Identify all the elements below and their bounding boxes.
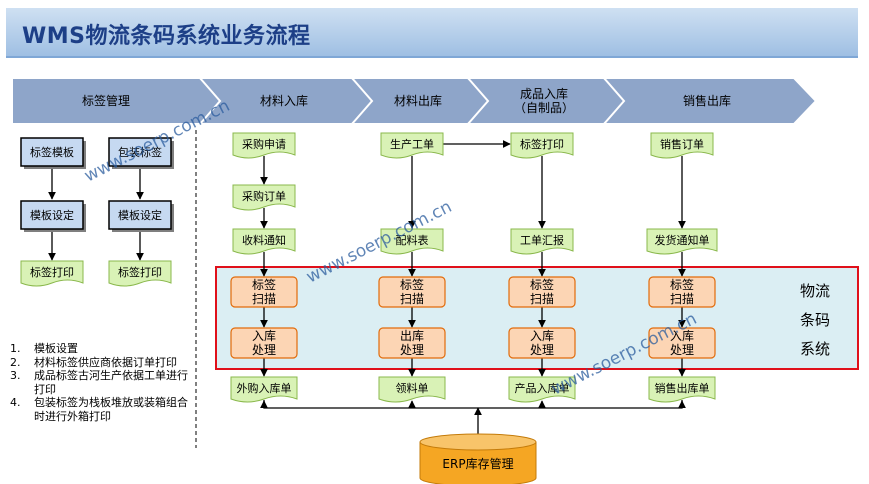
col2-scan-box: [378, 276, 446, 308]
erp-cylinder-body: [419, 442, 537, 484]
col3-process-box-label: 入库处理: [530, 328, 554, 357]
col1-step-1-label: 采购申请: [242, 137, 286, 151]
note-item-3: 3. 成品标签古河生产依据工单进行打印: [10, 369, 190, 396]
col3-output-doc: [508, 376, 576, 403]
col2-step-1: [380, 132, 444, 159]
phase-label-3: 材料出库: [394, 93, 442, 108]
col1-step-3: [232, 228, 296, 255]
col2-step-2-label: 配料表: [396, 233, 429, 247]
col3-step-2-label: 工单汇报: [520, 233, 564, 247]
label-template-box-2: [108, 137, 172, 167]
label-print-doc-2: [108, 260, 172, 287]
template-setting-box-1: [20, 200, 84, 230]
col1-output-doc: [230, 376, 298, 403]
col1-output-doc-label: 外购入库单: [237, 381, 292, 395]
template-setting-box-2: [108, 200, 172, 230]
col1-step-2-label: 采购订单: [242, 189, 286, 203]
note-text: 材料标签供应商依据订单打印: [34, 355, 177, 369]
col4-step-1-label: 销售订单: [660, 137, 704, 151]
col1-step-3-label: 收料通知: [242, 233, 286, 247]
system-label-1: 物流: [800, 282, 830, 300]
col3-process-box: [508, 327, 576, 359]
col2-process-box: [378, 327, 446, 359]
col4-step-2-label: 发货通知单: [655, 233, 710, 247]
note-text: 成品标签古河生产依据工单进行打印: [34, 369, 188, 396]
phase-label-4: 成品入库（自制品）: [514, 86, 574, 115]
col3-output-doc-label: 产品入库单: [515, 381, 570, 395]
note-item-2: 2. 材料标签供应商依据订单打印: [10, 356, 190, 370]
system-label-2: 条码: [800, 311, 830, 329]
col1-step-2: [232, 184, 296, 211]
label-print-doc-1: [20, 260, 84, 287]
col1-step-1: [232, 132, 296, 159]
erp-cylinder-top: [419, 433, 537, 451]
erp-label: ERP库存管理: [442, 456, 513, 471]
col3-step-2: [510, 228, 574, 255]
col4-process-box-label: 入库处理: [670, 328, 694, 357]
template-setting-box-2-label: 模板设定: [118, 208, 162, 222]
col1-process-box: [230, 327, 298, 359]
col4-scan-box-label: 标签扫描: [670, 277, 694, 306]
col2-step-1-label: 生产工单: [390, 137, 434, 151]
template-setting-box-1-label: 模板设定: [30, 208, 74, 222]
col3-step-1: [510, 132, 574, 159]
col1-scan-box: [230, 276, 298, 308]
note-item-1: 1. 模板设置: [10, 342, 190, 356]
col2-output-doc: [378, 376, 446, 403]
system-label-3: 系统: [800, 340, 830, 358]
col4-output-doc: [648, 376, 716, 403]
col1-scan-box-label: 标签扫描: [252, 277, 276, 306]
col3-scan-box-label: 标签扫描: [530, 277, 554, 306]
note-number: 2.: [10, 355, 21, 369]
erp-database: ERP库存管理: [419, 433, 537, 484]
label-print-doc-2-label: 标签打印: [118, 265, 162, 279]
label-template-box-1-label: 标签模板: [30, 145, 74, 159]
col4-output-doc-label: 销售出库单: [655, 381, 710, 395]
note-number: 1.: [10, 342, 21, 355]
col2-process-box-label: 出库处理: [400, 328, 424, 357]
col3-scan-box: [508, 276, 576, 308]
col2-output-doc-label: 领料单: [396, 381, 429, 395]
note-number: 3.: [10, 369, 21, 383]
col4-process-box: [648, 327, 716, 359]
label-template-box-2-label: 包装标签: [118, 145, 162, 159]
col4-step-1: [650, 132, 714, 159]
note-item-4: 4. 包装标签为栈板堆放或装箱组合时进行外箱打印: [10, 396, 190, 423]
col4-step-2: [646, 228, 718, 255]
phase-label-1: 标签管理: [82, 93, 130, 108]
col2-step-2: [380, 228, 444, 255]
phase-label-5: 销售出库: [683, 93, 731, 108]
note-number: 4.: [10, 396, 21, 410]
note-text: 模板设置: [34, 342, 78, 355]
col4-scan-box: [648, 276, 716, 308]
col2-scan-box-label: 标签扫描: [400, 277, 424, 306]
phase-chevron-5: [601, 77, 818, 125]
col3-step-1-label: 标签打印: [520, 137, 564, 151]
label-template-box-1: [20, 137, 84, 167]
note-text: 包装标签为栈板堆放或装箱组合时进行外箱打印: [34, 396, 188, 423]
title-bar: WMS物流条码系统业务流程: [6, 8, 858, 58]
phase-label-2: 材料入库: [260, 93, 308, 108]
col1-process-box-label: 入库处理: [252, 328, 276, 357]
page-title: WMS物流条码系统业务流程: [22, 24, 311, 49]
label-print-doc-1-label: 标签打印: [30, 265, 74, 279]
erp-bus-line: [263, 400, 683, 409]
